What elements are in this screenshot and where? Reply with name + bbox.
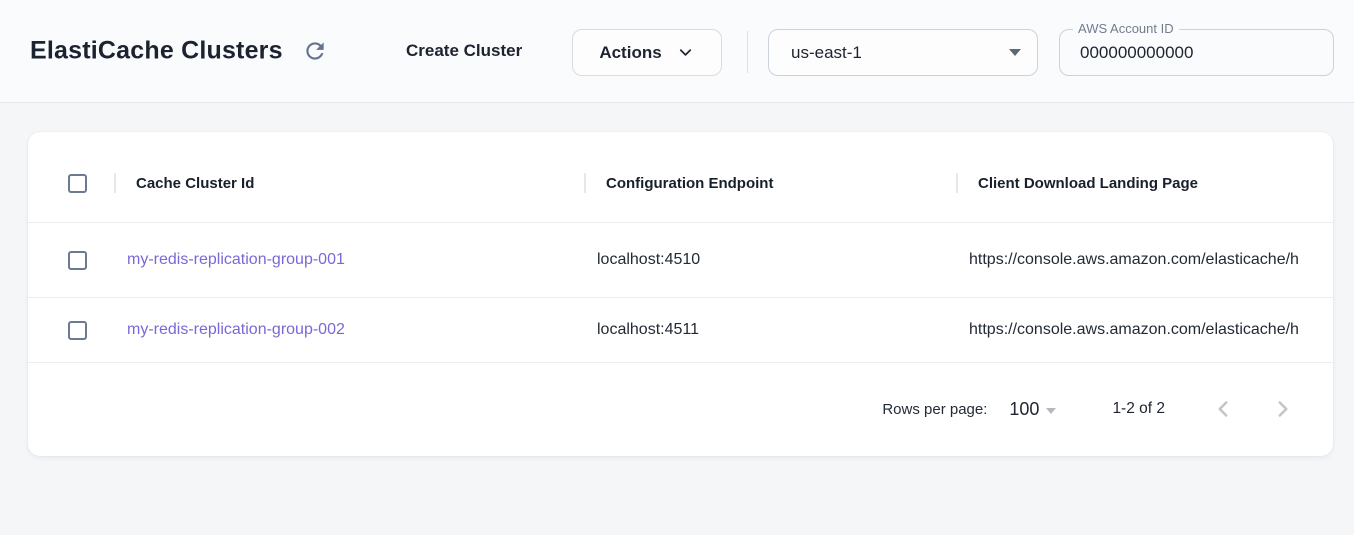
dropdown-arrow-icon bbox=[1046, 407, 1057, 414]
column-header-cache-cluster-id[interactable]: Cache Cluster Id bbox=[114, 175, 584, 192]
chevron-down-icon bbox=[676, 43, 695, 62]
cache-cluster-id-link[interactable]: my-redis-replication-group-002 bbox=[127, 321, 345, 338]
rows-per-page-label: Rows per page: bbox=[882, 400, 988, 418]
region-select[interactable]: us-east-1 bbox=[768, 29, 1038, 76]
refresh-button[interactable] bbox=[300, 36, 330, 66]
region-select-value: us-east-1 bbox=[791, 42, 862, 62]
column-header-configuration-endpoint[interactable]: Configuration Endpoint bbox=[584, 175, 956, 192]
actions-button-label: Actions bbox=[599, 42, 662, 62]
row-checkbox-cell bbox=[28, 320, 114, 340]
configuration-endpoint-cell: localhost:4511 bbox=[597, 321, 699, 338]
select-all-checkbox[interactable] bbox=[68, 173, 87, 193]
chevron-right-icon bbox=[1270, 396, 1296, 422]
cache-cluster-id-link[interactable]: my-redis-replication-group-001 bbox=[127, 251, 345, 268]
next-page-button[interactable] bbox=[1269, 395, 1297, 423]
rows-per-page-value: 100 bbox=[1009, 398, 1040, 419]
aws-account-id-input[interactable] bbox=[1060, 30, 1333, 75]
row-checkbox[interactable] bbox=[68, 320, 87, 340]
row-checkbox[interactable] bbox=[68, 250, 87, 270]
pagination-range-label: 1-2 of 2 bbox=[1112, 400, 1165, 417]
table-header-row: Cache Cluster Id Configuration Endpoint … bbox=[28, 144, 1333, 223]
create-cluster-button[interactable]: Create Cluster bbox=[406, 41, 523, 60]
aws-account-id-label: AWS Account ID bbox=[1073, 21, 1179, 36]
page-title: ElastiCache Clusters bbox=[30, 36, 283, 65]
clusters-table-card: Cache Cluster Id Configuration Endpoint … bbox=[28, 132, 1333, 456]
header-checkbox-cell bbox=[28, 173, 114, 193]
toolbar-divider bbox=[747, 31, 748, 73]
client-download-landing-page-cell: https://console.aws.amazon.com/elasticac… bbox=[969, 251, 1299, 268]
refresh-icon bbox=[302, 38, 328, 64]
main-content: Cache Cluster Id Configuration Endpoint … bbox=[0, 132, 1354, 456]
rows-per-page-select[interactable]: 100 bbox=[1009, 398, 1057, 420]
column-header-client-download-landing-page[interactable]: Client Download Landing Page bbox=[956, 175, 1333, 192]
chevron-left-icon bbox=[1210, 396, 1236, 422]
configuration-endpoint-cell: localhost:4510 bbox=[597, 251, 701, 268]
top-bar: ElastiCache Clusters Create Cluster Acti… bbox=[0, 0, 1354, 103]
actions-button[interactable]: Actions bbox=[572, 29, 722, 76]
dropdown-arrow-icon bbox=[1009, 49, 1021, 56]
previous-page-button[interactable] bbox=[1209, 395, 1237, 423]
client-download-landing-page-cell: https://console.aws.amazon.com/elasticac… bbox=[969, 321, 1299, 338]
aws-account-id-field: AWS Account ID bbox=[1059, 21, 1334, 76]
table-row: my-redis-replication-group-001 localhost… bbox=[28, 223, 1333, 298]
table-pagination: Rows per page: 100 1-2 of 2 bbox=[28, 363, 1333, 455]
row-checkbox-cell bbox=[28, 250, 114, 270]
table-row: my-redis-replication-group-002 localhost… bbox=[28, 298, 1333, 363]
